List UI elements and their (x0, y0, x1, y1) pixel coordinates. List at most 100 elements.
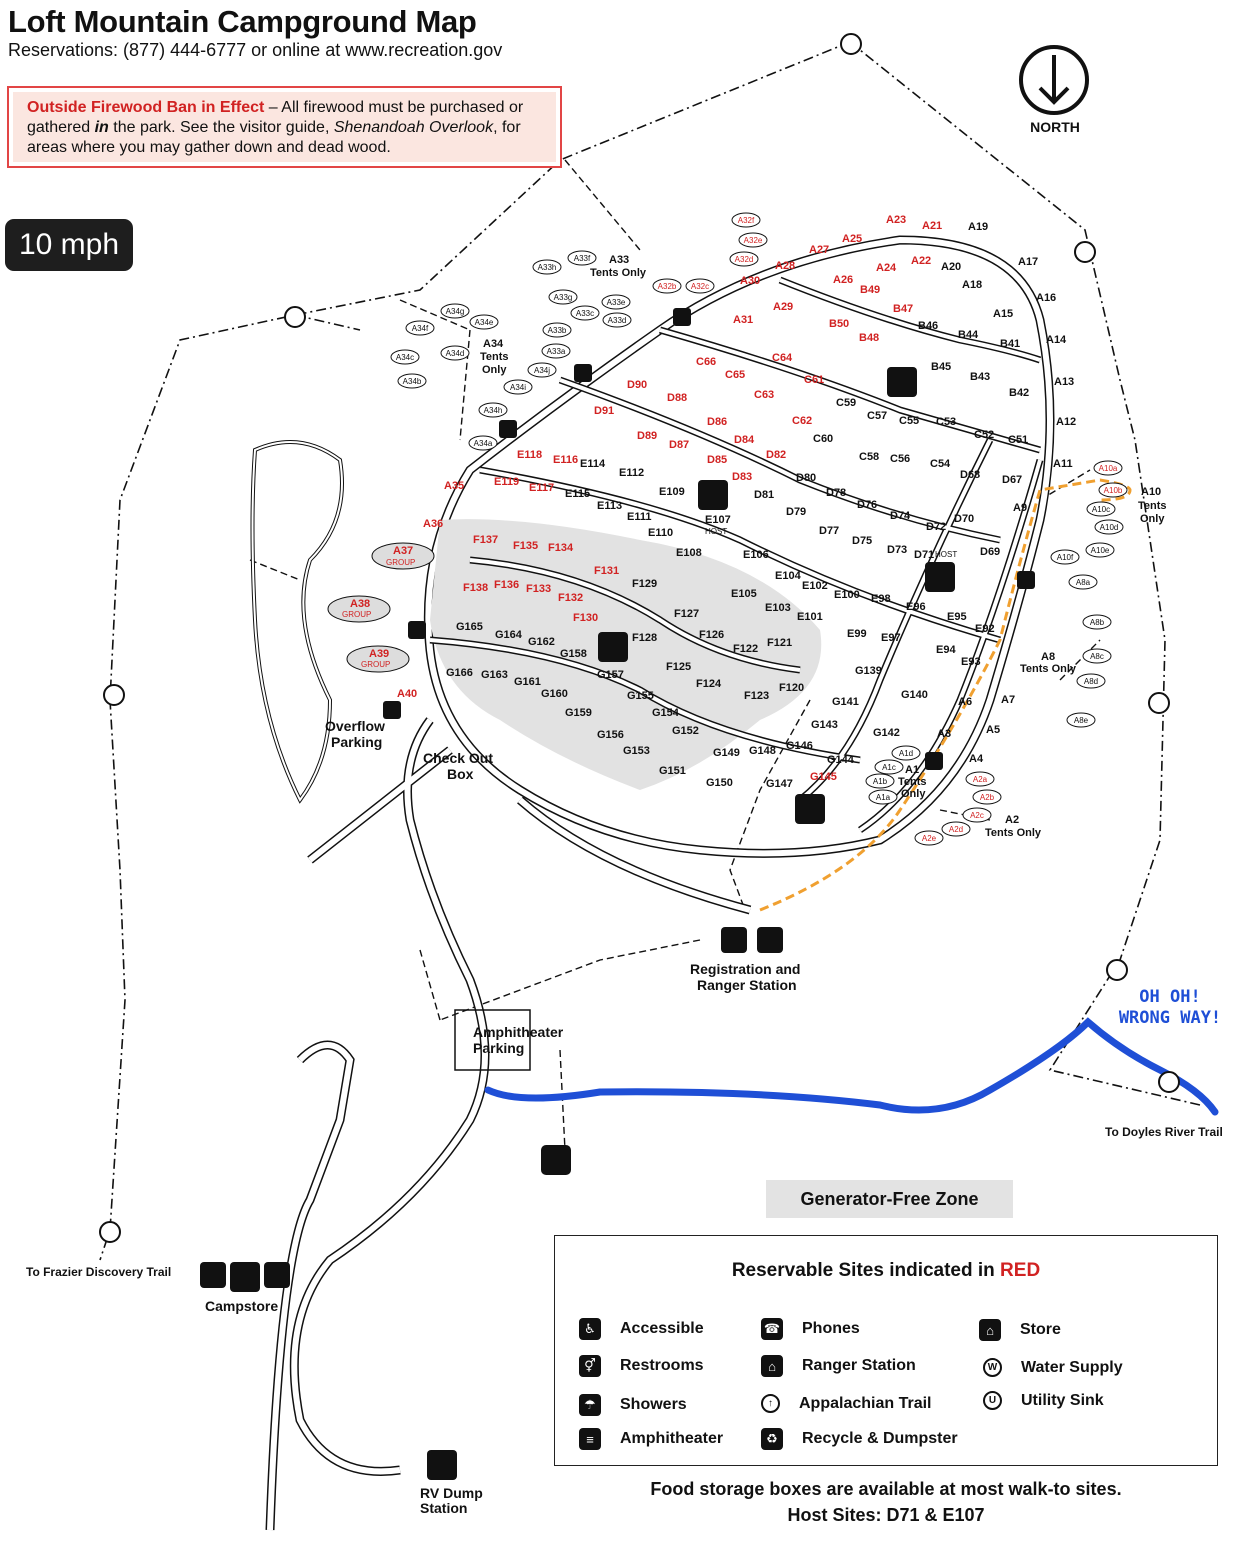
campsite-g144: G144 (827, 754, 855, 766)
amphitheater-parking-label: Amphitheater (473, 1024, 564, 1040)
campsite-g153: G153 (623, 745, 650, 757)
tents-only-label: Tents Only (1020, 663, 1077, 675)
rv-dump-label: Station (420, 1500, 467, 1516)
group-label: GROUP (386, 558, 415, 567)
rv-dump-icon (427, 1450, 457, 1480)
legend-label: Restrooms (620, 1357, 704, 1374)
campsite-c55: C55 (899, 415, 919, 427)
restrooms-icon: ⚥ (579, 1355, 601, 1377)
walkin-site-oval (874, 759, 904, 775)
campsite-a4: A4 (969, 753, 984, 765)
legend-label: Ranger Station (802, 1357, 916, 1374)
campsite-e105: E105 (731, 588, 757, 600)
walkin-site-oval (738, 232, 768, 248)
walkin-site-oval (652, 278, 682, 294)
walkin-site-a34h: A34h (478, 402, 508, 418)
campsite-a23: A23 (886, 214, 906, 226)
walkin-site-a10c: A10c (1086, 501, 1116, 517)
campsite-f132: F132 (558, 592, 583, 604)
tents-only-label: A1 (905, 764, 919, 776)
group-site-label: A38 (350, 598, 370, 610)
campsite-f123: F123 (744, 690, 769, 702)
reservations-info: Reservations: (877) 444-6777 or online a… (8, 40, 503, 60)
firewood-text: – All firewood must be purchased or gath… (27, 99, 524, 136)
campsite-g163: G163 (481, 669, 508, 681)
walkin-site-oval (685, 278, 715, 294)
phone-icon (721, 927, 747, 953)
campsite-a18: A18 (962, 279, 982, 291)
walkin-site-oval (602, 312, 632, 328)
tents-only-label: Only (1140, 513, 1165, 525)
campsite-a19: A19 (968, 221, 988, 233)
legend-title-red: RED (1000, 1260, 1041, 1281)
walkin-site-a34c: A34c (390, 349, 420, 365)
restrooms-icon (230, 367, 955, 1292)
campsite-f127: F127 (674, 608, 699, 620)
campsite-e99: E99 (847, 628, 867, 640)
walkin-site-oval (468, 435, 498, 451)
tents-only-label: Tents Only (590, 267, 647, 279)
campsite-e93: E93 (961, 656, 981, 668)
frazier-trail-label: To Frazier Discovery Trail (26, 1265, 171, 1279)
north-label: NORTH (1030, 119, 1080, 135)
campsite-b43: B43 (970, 371, 990, 383)
campsite-a5: A5 (986, 724, 1000, 736)
campsite-f129: F129 (632, 578, 657, 590)
campsite-f133: F133 (526, 583, 551, 595)
visitor-guide-name: Shenandoah Overlook (333, 119, 494, 136)
tents-only-label: Tents (480, 351, 509, 363)
campsite-a22: A22 (911, 255, 931, 267)
walkin-site-oval (865, 773, 895, 789)
group-site-label: A39 (369, 648, 389, 660)
walkin-site-oval (891, 745, 921, 761)
campsite-g145: G145 (810, 771, 837, 783)
walkin-site-label: A32c (691, 282, 709, 291)
walkin-site-oval (440, 303, 470, 319)
campsite-b46: B46 (918, 320, 938, 332)
tents-only-label: Tents (1138, 500, 1167, 512)
walkin-site-oval (1085, 542, 1115, 558)
tents-only-label: A2 (1005, 814, 1019, 826)
wrong-way-annotation: OH OH! WRONG WAY! (1100, 987, 1240, 1029)
walkin-site-oval (469, 314, 499, 330)
campsite-f125: F125 (666, 661, 691, 673)
campsite-d83: D83 (732, 471, 752, 483)
campsite-e119: E119 (494, 476, 519, 488)
tents-only-label: Tents (898, 776, 927, 788)
walkin-site-oval (390, 349, 420, 365)
walkin-site-label: A33d (608, 316, 627, 325)
walkin-site-label: A34j (534, 366, 550, 375)
walkin-site-label: A34d (446, 349, 465, 358)
page-title: Loft Mountain Campground Map (8, 4, 477, 39)
campsite-b47: B47 (893, 303, 913, 315)
walkin-site-a2a: A2a (965, 771, 995, 787)
campsite-d73: D73 (887, 544, 907, 556)
legend-item-recycle: ♻Recycle & Dumpster (761, 1428, 958, 1450)
walkin-site-oval (1076, 673, 1106, 689)
walkin-site-a8e: A8e (1066, 712, 1096, 728)
walkin-site-a34j: A34j (527, 362, 557, 378)
campsite-d76: D76 (857, 499, 877, 511)
campsite-d91: D91 (594, 405, 614, 417)
walkin-site-label: A32b (658, 282, 677, 291)
campsite-f124: F124 (696, 678, 722, 690)
campsite-d86: D86 (707, 416, 727, 428)
walkin-site-label: A34i (510, 383, 526, 392)
walkin-site-oval (440, 345, 470, 361)
firewood-emph: in (94, 119, 109, 136)
campsite-a11: A11 (1053, 458, 1073, 470)
campsite-d70: D70 (954, 513, 974, 525)
ranger-station-icon: ⌂ (761, 1355, 783, 1377)
campsite-g143: G143 (811, 719, 838, 731)
walkin-site-a33g: A33g (548, 289, 578, 305)
campsite-f130: F130 (573, 612, 598, 624)
campsite-a36: A36 (423, 518, 443, 530)
campsite-e104: E104 (775, 570, 802, 582)
legend-label: Store (1020, 1321, 1061, 1338)
tents-only-label: A10 (1141, 486, 1161, 498)
walkin-site-label: A8b (1090, 618, 1105, 627)
walkin-site-label: A10e (1091, 546, 1110, 555)
legend-label: Utility Sink (1021, 1391, 1104, 1409)
